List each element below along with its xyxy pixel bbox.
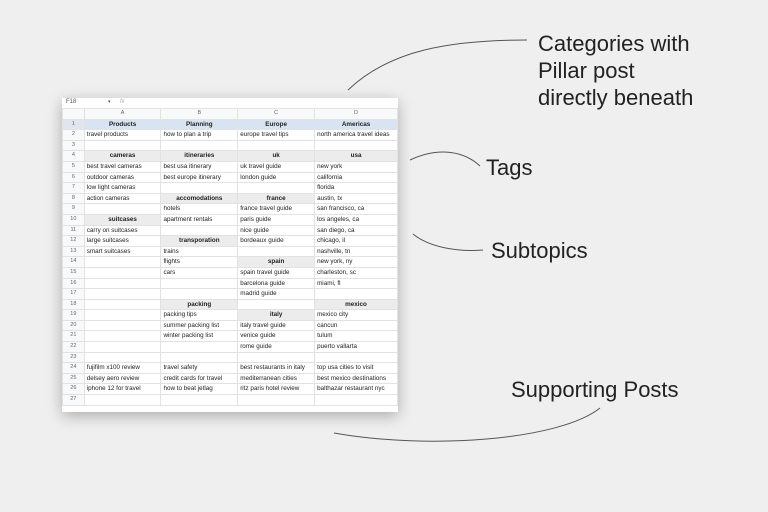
cell-d15[interactable]: charleston, sc bbox=[314, 266, 398, 279]
cell-d25[interactable]: best mexico destinations bbox=[314, 372, 398, 385]
chevron-down-icon[interactable]: ▾ bbox=[108, 99, 111, 105]
supporting-pointer-curve bbox=[333, 407, 601, 442]
categories-annotation: Categories with Pillar post directly ben… bbox=[538, 30, 693, 111]
cell-d24[interactable]: top usa cities to visit bbox=[314, 362, 398, 374]
cell-d20[interactable]: cancun bbox=[314, 319, 398, 332]
cell-d17[interactable] bbox=[314, 288, 398, 300]
cell-d27[interactable] bbox=[314, 394, 398, 406]
cell-reference[interactable]: F18 bbox=[66, 99, 77, 105]
tags-pointer-curve bbox=[409, 151, 481, 167]
table-row: 23 bbox=[62, 351, 398, 364]
categories-annotation-line1: Categories with bbox=[538, 31, 690, 56]
cell-d18[interactable]: mexico bbox=[314, 298, 398, 311]
cell-d23[interactable] bbox=[314, 351, 398, 364]
categories-annotation-line3: directly beneath bbox=[538, 85, 694, 110]
supporting-posts-annotation: Supporting Posts bbox=[511, 377, 679, 402]
table-row: 27 bbox=[62, 394, 398, 406]
subtopics-pointer-curve bbox=[412, 233, 484, 251]
cell-d21[interactable]: tulum bbox=[314, 330, 398, 343]
cell-d16[interactable]: miami, fl bbox=[314, 277, 398, 290]
cell-d26[interactable]: balthazar restaurant nyc bbox=[314, 383, 398, 396]
cell-d14[interactable]: new york, ny bbox=[314, 256, 398, 268]
cell-d13[interactable]: nashville, tn bbox=[314, 245, 398, 258]
function-icon: fx bbox=[120, 99, 125, 105]
subtopics-annotation: Subtopics bbox=[491, 238, 588, 263]
categories-pointer-curve bbox=[347, 39, 528, 91]
cell-d19[interactable]: mexico city bbox=[314, 309, 398, 321]
categories-annotation-line2: Pillar post bbox=[538, 58, 635, 83]
table-row: 3 bbox=[62, 139, 398, 152]
tags-annotation: Tags bbox=[486, 155, 533, 180]
cell-d22[interactable]: puerto vallarta bbox=[314, 341, 398, 353]
formula-bar: F18 ▾ fx bbox=[62, 98, 398, 108]
